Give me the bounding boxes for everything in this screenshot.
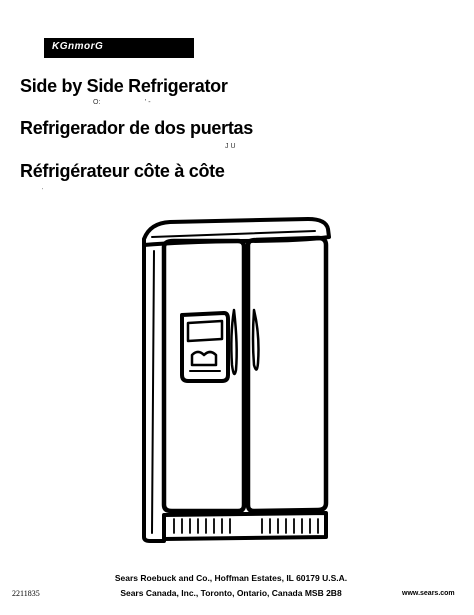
document-number: 2211835 [12,589,40,598]
footer-website: www.sears.com [402,590,455,597]
title-french: Réfrigérateur côte à côte [20,161,225,181]
scan-artifact-text: ' [42,188,43,194]
freezer-door-outline [161,238,247,514]
fresh-food-door-handle [251,308,260,371]
dispenser-panel [186,319,224,343]
footer-address-us: Sears Roebuck and Co., Hoffman Estates, … [114,573,348,583]
refrigerator-illustration-icon [142,217,331,543]
freezer-door-handle [230,308,238,376]
title-spanish: Refrigerador de dos puertas [20,118,253,138]
brand-logo-bar: KGnmorG [44,38,194,58]
footer-address-canada: Sears Canada, Inc., Toronto, Ontario, Ca… [120,588,342,598]
fridge-top-inner-edge [151,230,316,238]
title-english: Side by Side Refrigerator [20,76,228,96]
scan-artifact-text: J U [225,143,236,150]
base-grille-vents [173,518,319,534]
brand-logo-text: KGnmorG [52,41,104,52]
scan-artifact-text: O: [93,99,101,106]
fresh-food-door-outline [245,235,329,514]
fridge-left-side-inner [151,250,155,534]
dispenser-paddles [190,350,218,367]
base-grille-outline [162,511,328,541]
dispenser-outline [180,311,230,383]
scan-artifact-text: ' - [145,99,151,106]
fridge-left-side [142,243,166,543]
